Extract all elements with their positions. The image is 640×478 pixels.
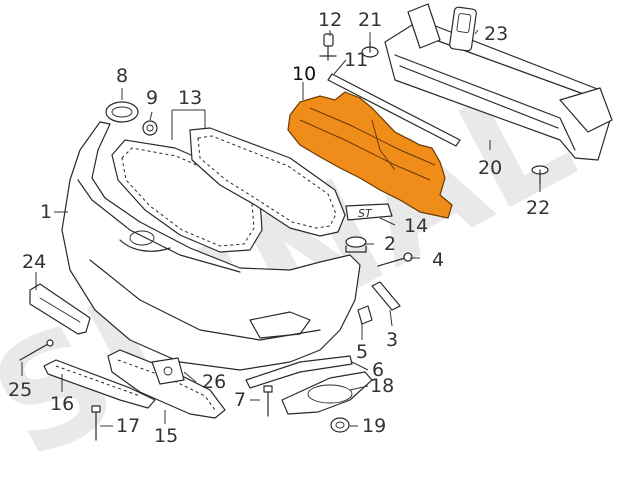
part-15-lower-grille [107,349,226,419]
callout-12: 12 [318,9,342,31]
callout-21: 21 [358,9,382,31]
part-26-bracket [151,357,185,385]
callout-9: 9 [146,87,158,109]
callout-17: 17 [116,415,140,437]
part-18-fog-bezel [281,371,373,415]
part-14-emblem: ST [345,203,393,221]
callout-13: 13 [178,87,202,109]
callout-14: 14 [404,215,428,237]
emblem-text: ST [358,207,373,220]
part-12-bolt [319,33,337,61]
splash-shield-highlight [287,91,453,219]
part-20-bumper-beam [384,3,613,161]
part-1-bumper-cover [61,121,361,371]
part-5-clip [357,305,373,325]
part-24-bracket [29,283,91,335]
part-3-strip [371,281,401,311]
part-17-screw [91,405,101,441]
leader-lines [21,29,541,427]
callout-7: 7 [234,389,246,411]
callout-18: 18 [370,375,394,397]
callout-3: 3 [386,329,398,351]
part-10-splash-shield [287,91,453,219]
callout-15: 15 [154,425,178,447]
part-16-lower-trim [43,359,156,409]
callout-20: 20 [478,157,502,179]
callout-labels: 1 2 3 4 5 6 7 8 9 10 11 12 13 14 15 16 1… [8,9,550,447]
callout-26: 26 [202,371,226,393]
callout-5: 5 [356,341,368,363]
part-13-upper-grille [111,127,346,253]
part-8-badge [105,101,139,123]
part-2-clip [345,236,367,253]
callout-23: 23 [484,23,508,45]
callout-24: 24 [22,251,46,273]
callout-6: 6 [372,359,384,381]
part-25-clip [19,339,54,361]
callout-16: 16 [50,393,74,415]
part-21-clip [361,41,379,58]
callout-11: 11 [344,49,368,71]
part-19-ring [330,417,350,433]
callout-4: 4 [432,249,444,271]
part-9-clip [142,120,158,136]
callout-2: 2 [384,233,396,255]
part-7-screw [263,385,273,417]
part-6-trim [245,355,353,389]
callout-22: 22 [526,197,550,219]
callout-25: 25 [8,379,32,401]
callout-19: 19 [362,415,386,437]
callout-8: 8 [116,65,128,87]
callout-1: 1 [40,201,52,223]
part-23-bracket [449,6,477,52]
part-11-strip [327,73,461,147]
part-4-clip [377,252,413,267]
callout-10: 10 [292,63,316,85]
part-22-bolt [531,165,549,185]
